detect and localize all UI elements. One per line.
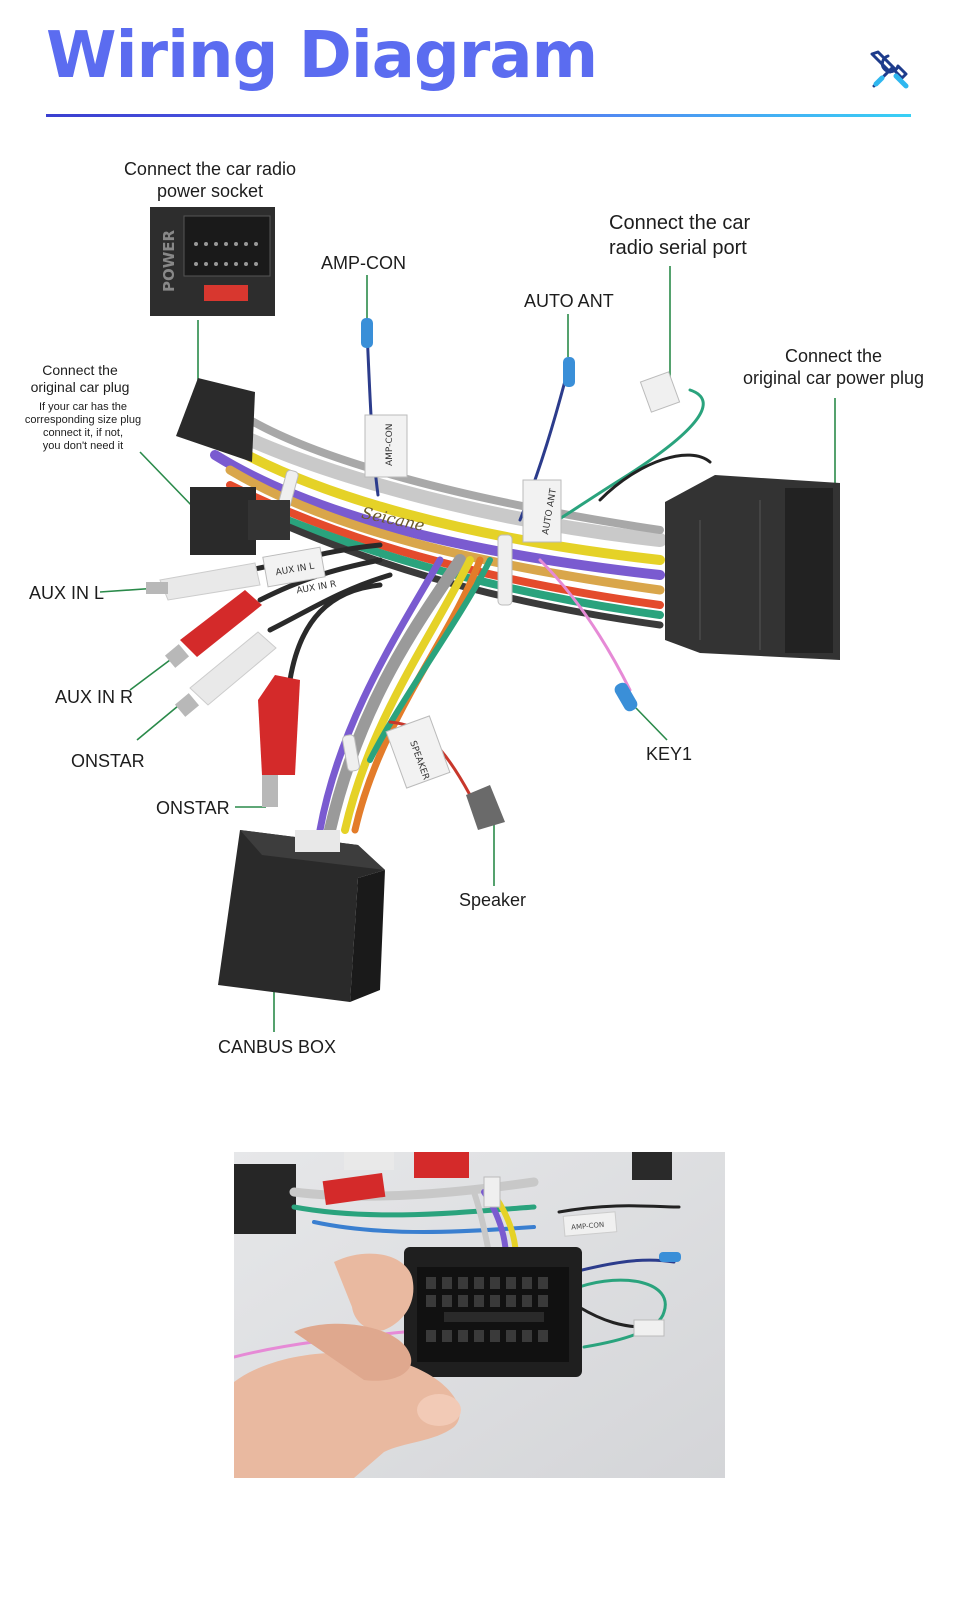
canbus-box (218, 830, 385, 1002)
aux-in-r-label: AUX IN R (55, 687, 134, 707)
wiring-harness-diagram: POWER AMP-CON AUTO ANT (99, 207, 840, 1032)
photo-connector (404, 1247, 582, 1377)
title-divider (46, 114, 911, 117)
rca-onstar-red (258, 675, 300, 807)
rca-onstar-white (174, 631, 277, 717)
onstar-label-2: ONSTAR (156, 798, 230, 818)
serial-port-label: Connect the car radio serial port (609, 212, 751, 259)
original-power-plug-label: Connect the original car power plug (742, 346, 925, 388)
original-car-plug-label: Connect the original car plug (30, 362, 130, 395)
photo-hand (234, 1253, 461, 1478)
amp-con-label: AMP-CON (321, 253, 406, 273)
speaker-label: Speaker (459, 890, 527, 910)
power-socket-text: POWER (160, 229, 178, 292)
key1-label: KEY1 (646, 744, 693, 764)
page-title: Wiring Diagram (46, 19, 598, 93)
rca-aux-in-r (164, 590, 262, 668)
power-socket-label: Connect the car radio power socket (123, 159, 297, 201)
product-photo: AMP-CON (234, 1152, 725, 1478)
auto-ant-label: AUTO ANT (524, 291, 614, 311)
canbus-box-label: CANBUS BOX (218, 1037, 337, 1057)
tools-icon (870, 50, 909, 89)
original-car-plug-note: If your car has the corresponding size p… (24, 401, 142, 452)
rca-aux-in-l (146, 562, 261, 601)
amp-con-tag-text: AMP-CON (385, 424, 395, 467)
photo-tag-text: AMP-CON (571, 1221, 605, 1232)
power-socket-closeup: POWER (150, 207, 275, 316)
aux-in-l-label: AUX IN L (29, 583, 105, 603)
onstar-label-1: ONSTAR (71, 751, 145, 771)
photo-drawing: AMP-CON (234, 1152, 725, 1478)
